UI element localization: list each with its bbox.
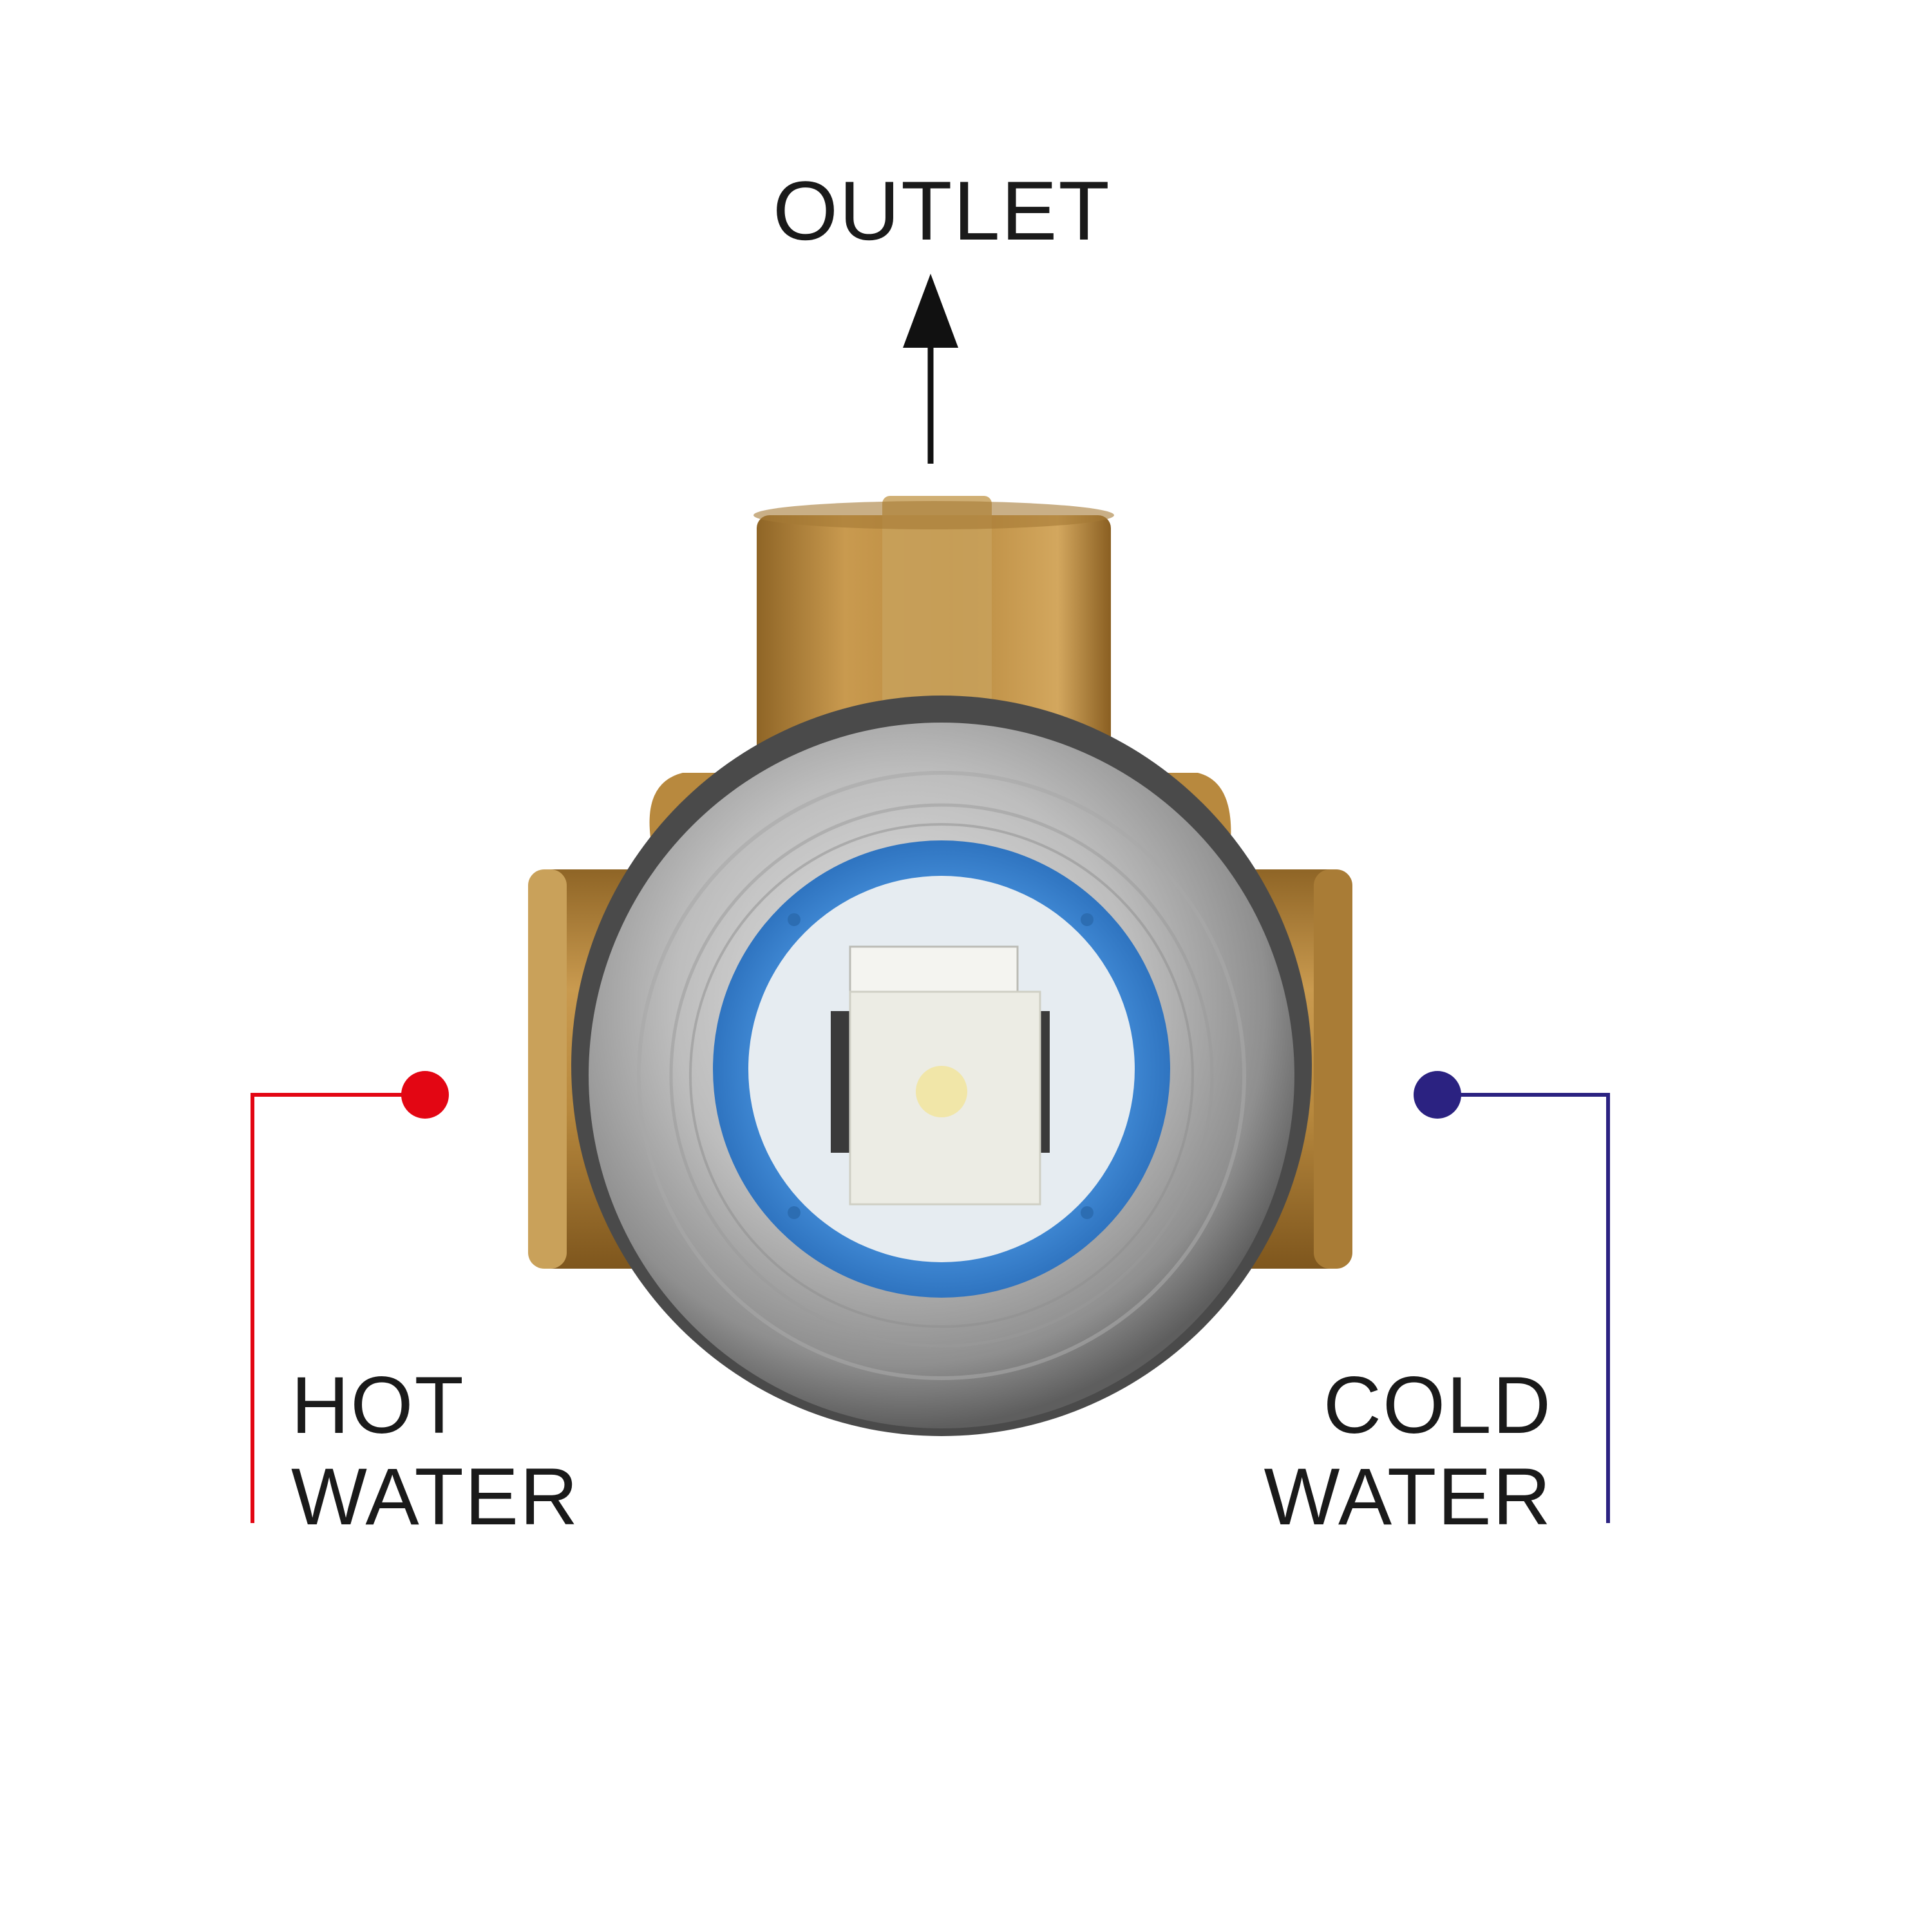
hot-callout	[251, 1071, 449, 1523]
cartridge-stem	[831, 945, 1050, 1206]
cold-callout	[1414, 1071, 1610, 1523]
outlet-label: OUTLET	[773, 164, 1111, 258]
cold-label-line1: COLD	[1323, 1361, 1552, 1450]
hot-label-line2: WATER	[291, 1452, 580, 1542]
cold-label-line2: WATER	[1264, 1452, 1552, 1542]
hot-label-line1: HOT	[291, 1361, 465, 1450]
hot-water-label: HOT WATER	[291, 1360, 579, 1543]
red-dot-icon	[401, 1071, 449, 1119]
cold-water-label: COLD WATER	[1262, 1360, 1552, 1543]
arrow-up-icon	[903, 274, 958, 464]
blue-dot-icon	[1414, 1071, 1461, 1119]
